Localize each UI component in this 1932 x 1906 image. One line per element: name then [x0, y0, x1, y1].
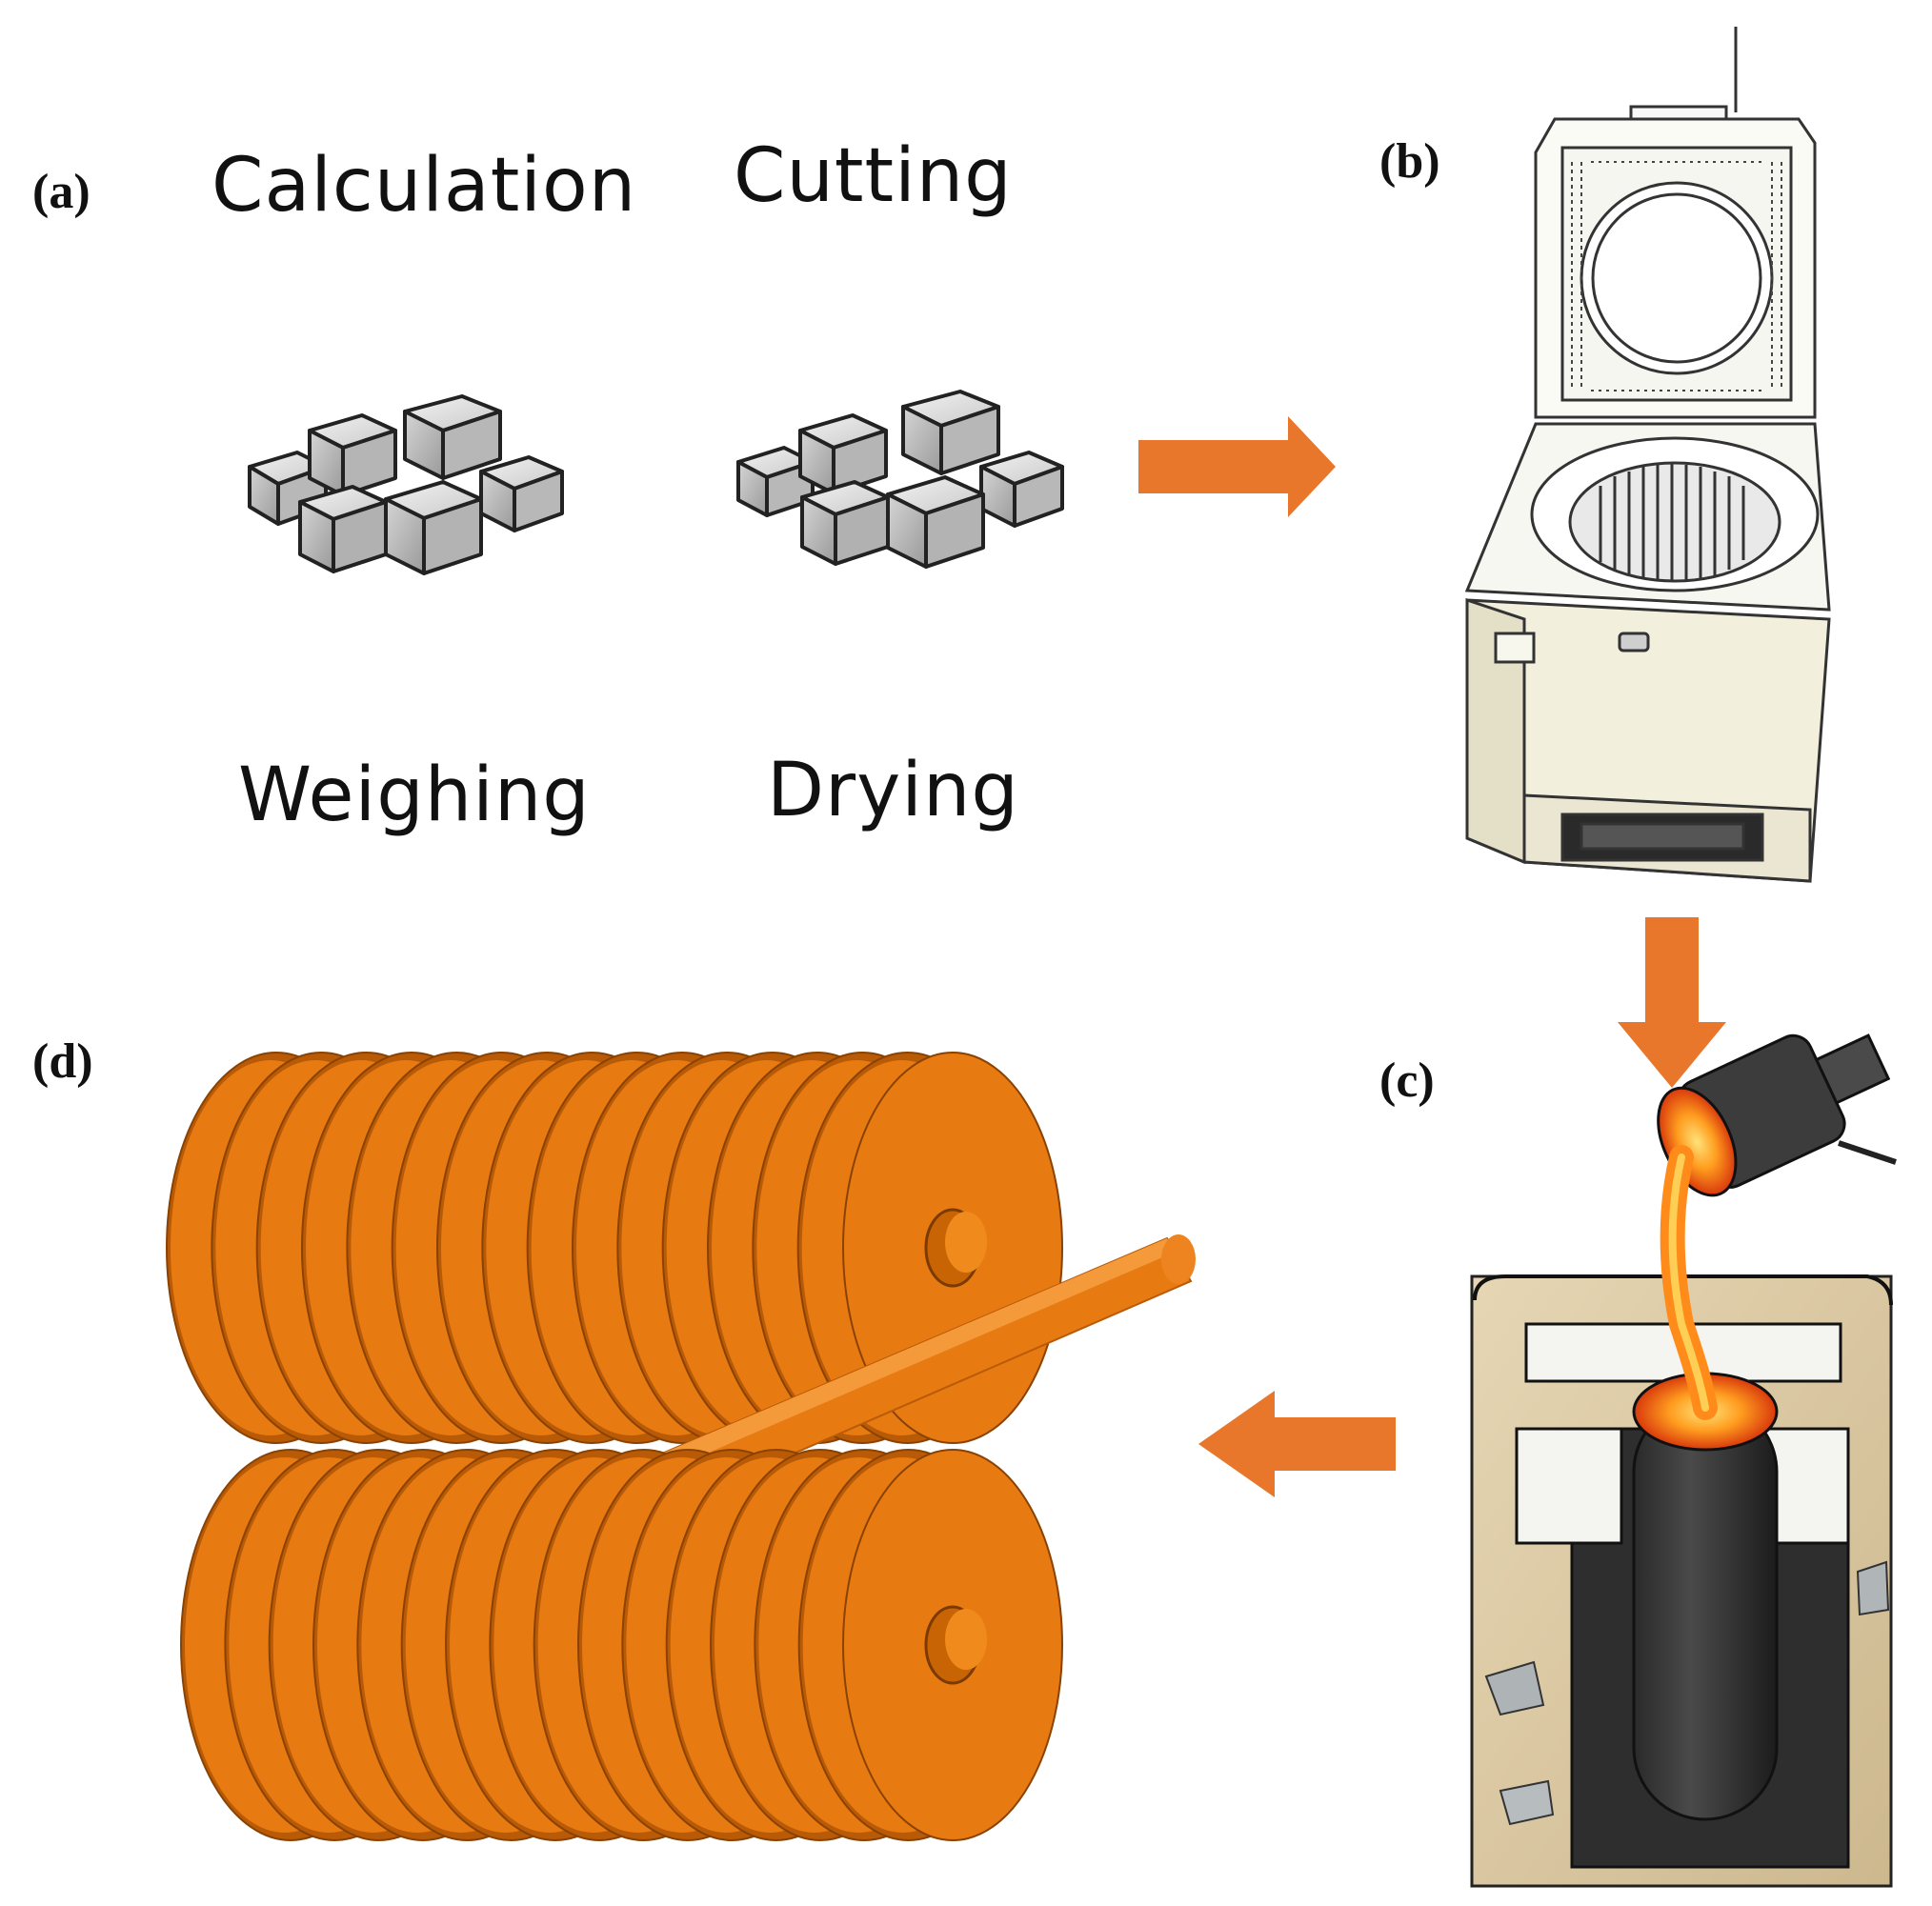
step-cutting: Cutting: [734, 133, 1013, 219]
metal-cubes-right: [736, 390, 1064, 569]
panel-label-b: (b): [1379, 134, 1440, 189]
rolling-mill-bottom-roller: [180, 1449, 1063, 1841]
metal-cubes-left: [248, 394, 564, 575]
step-drying: Drying: [767, 748, 1019, 833]
casting-scene: [1470, 1033, 1897, 1888]
melting-furnace: [1464, 27, 1831, 883]
step-weighing: Weighing: [238, 752, 591, 838]
arrow-right-icon: [1138, 416, 1336, 517]
panel-label-d: (d): [32, 1034, 93, 1089]
panel-label-a: (a): [32, 165, 91, 219]
arrow-down-icon: [1618, 917, 1726, 1088]
rolling-mill-top-roller: [166, 1052, 1063, 1444]
arrow-left-icon: [1198, 1391, 1396, 1497]
panel-label-c: (c): [1379, 1053, 1435, 1108]
step-calculation: Calculation: [211, 143, 637, 229]
